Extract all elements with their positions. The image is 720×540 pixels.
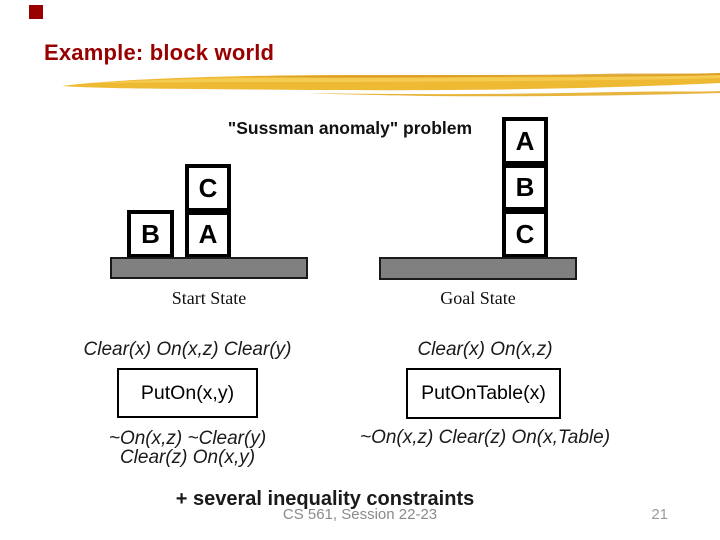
start-block-c: C (185, 164, 231, 212)
goal-table-surface (379, 257, 577, 280)
putontable-operator-box: PutOnTable(x) (406, 368, 561, 419)
start-block-a: A (185, 211, 231, 258)
puton-effects-line-1: ~On(x,z) ~Clear(y) (108, 428, 267, 449)
putontable-operator-label: PutOnTable(x) (421, 382, 546, 404)
putontable-preconditions: Clear(x) On(x,z) (417, 339, 553, 360)
diagram-heading: "Sussman anomaly" problem (227, 118, 473, 138)
start-block-b: B (127, 210, 174, 258)
block-letter: B (515, 172, 535, 202)
start-state-label: Start State (171, 288, 247, 308)
block-letter: A (198, 219, 218, 249)
putontable-effects-line: ~On(x,z) Clear(z) On(x,Table) (359, 427, 611, 448)
block-letter: A (515, 125, 535, 156)
puton-operator-box: PutOn(x,y) (117, 368, 258, 418)
puton-effects-line-2: Clear(z) On(x,y) (119, 447, 256, 468)
highlight-brush-stroke (62, 73, 720, 97)
block-letter: C (515, 218, 535, 249)
goal-state-label: Goal State (440, 288, 516, 308)
inequality-constraints-note: + several inequality constraints (175, 488, 475, 510)
goal-block-c: C (502, 210, 548, 258)
puton-operator-label: PutOn(x,y) (140, 381, 235, 404)
slide-bullet-square (29, 5, 43, 19)
slide-title: Example: block world (44, 40, 275, 65)
footer-page-number: 21 (651, 506, 668, 523)
block-letter: C (198, 172, 218, 203)
puton-preconditions: Clear(x) On(x,z) Clear(y) (83, 339, 292, 360)
footer-course-label: CS 561, Session 22-23 (282, 506, 438, 523)
goal-block-b: B (502, 164, 548, 211)
goal-block-a: A (502, 117, 548, 165)
start-table-surface (110, 257, 308, 279)
block-letter: B (141, 218, 160, 249)
